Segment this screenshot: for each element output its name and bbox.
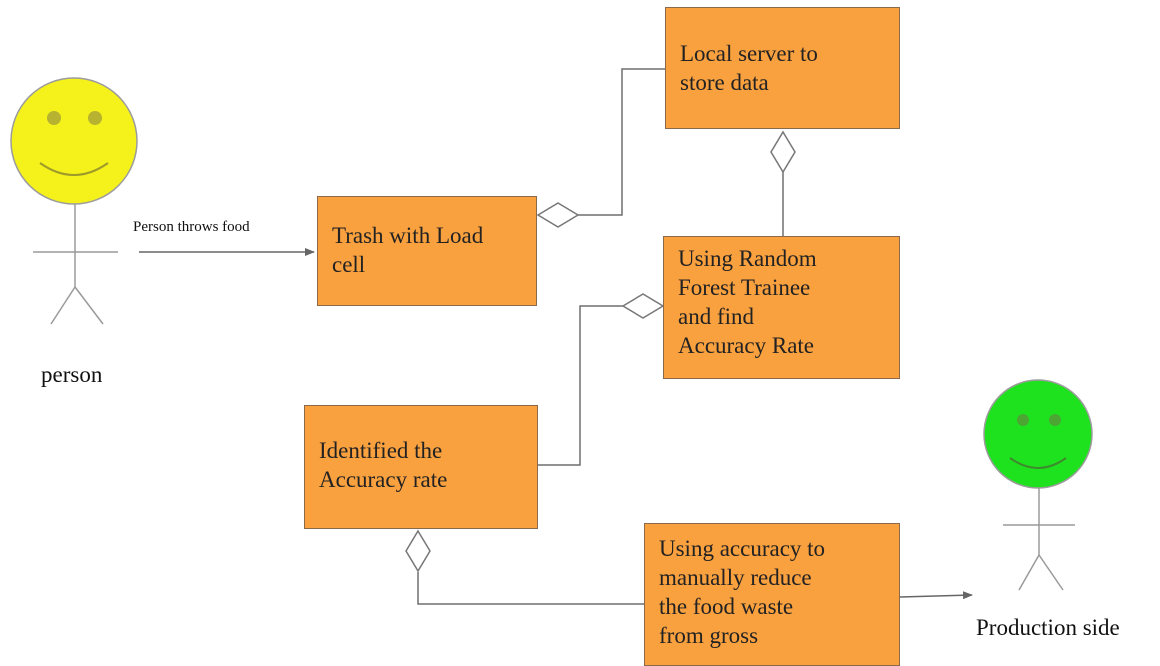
person-right-leg xyxy=(74,286,104,325)
production-right-eye xyxy=(1049,414,1061,426)
production-head xyxy=(983,379,1093,489)
aggregation-diamond-identified xyxy=(405,529,431,573)
node-trash-load-cell: Trash with Load cell xyxy=(317,196,537,306)
node-random-forest: Using Random Forest Trainee and find Acc… xyxy=(663,236,900,379)
production-left-eye xyxy=(1017,414,1029,426)
edge-label-person-throws-food: Person throws food xyxy=(133,219,250,235)
edge-manual-to-identified xyxy=(417,572,644,605)
aggregation-diamond-trash xyxy=(536,202,580,228)
edge-manual-to-production xyxy=(899,591,973,600)
actor-label-person: person xyxy=(41,362,103,387)
edge-trash-to-local-server xyxy=(578,68,665,216)
production-left-leg xyxy=(1018,554,1040,591)
production-actor-icon xyxy=(983,379,1093,591)
person-left-leg xyxy=(50,286,76,325)
production-smile xyxy=(1009,457,1067,469)
production-right-leg xyxy=(1038,554,1064,591)
person-left-eye xyxy=(47,111,61,125)
node-identified-accuracy: Identified the Accuracy rate xyxy=(304,405,538,529)
node-local-server: Local server to store data xyxy=(665,7,900,129)
edge-identified-to-random-forest xyxy=(538,305,623,466)
aggregation-diamond-local-server xyxy=(770,130,796,174)
aggregation-diamond-random-forest xyxy=(621,293,665,319)
node-manual-reduce: Using accuracy to manually reduce the fo… xyxy=(644,523,900,666)
person-smile xyxy=(39,162,109,176)
person-right-eye xyxy=(88,111,102,125)
person-actor-icon xyxy=(10,77,138,325)
actor-label-production-side: Production side xyxy=(976,615,1120,640)
person-head xyxy=(10,77,138,205)
